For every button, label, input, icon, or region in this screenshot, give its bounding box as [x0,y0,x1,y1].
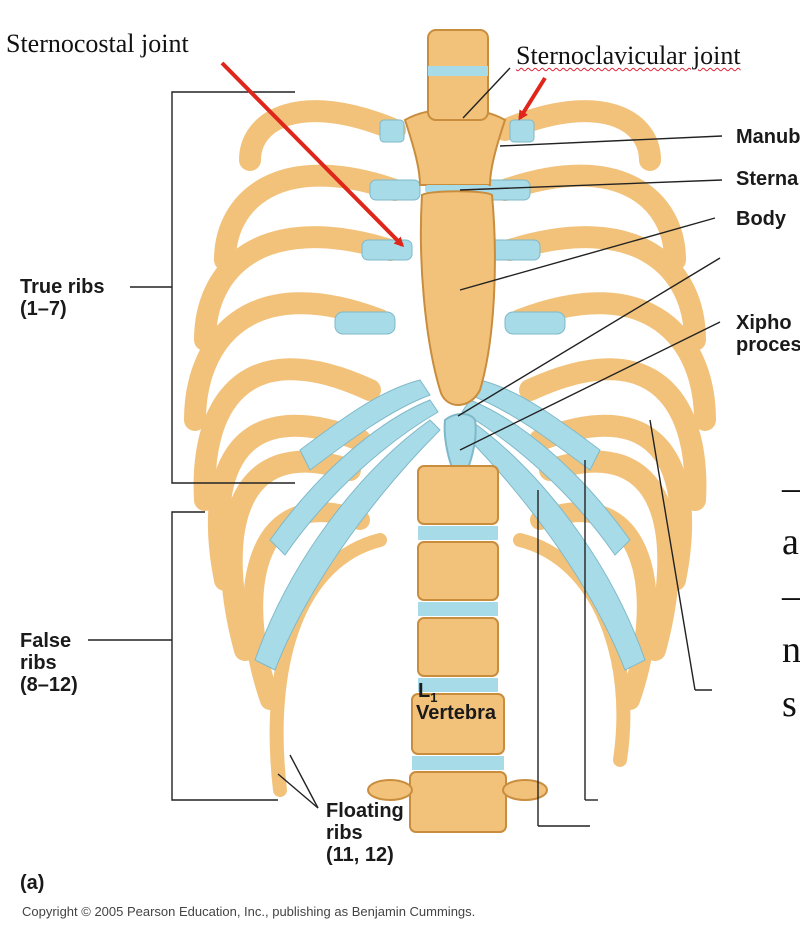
floating-ribs-range: (11, 12) [326,844,394,866]
sternal-angle-label: Sterna [736,168,799,190]
sternoclavicular-joint-label: Sternoclavicular joint [516,42,741,70]
side-text-line1: – [782,467,800,509]
body-label: Body [736,208,786,230]
floating-ribs-label-line1: Floating [326,800,404,822]
spine [367,29,548,833]
vertebra-l-label: L1 [418,680,437,709]
sternocostal-joint-label: Sternocostal joint [6,29,189,58]
xiphoid-process-label-line2: proces [736,334,800,356]
red-arrows [220,61,547,248]
leader-lines [88,67,723,827]
side-text-line3: – [782,575,800,617]
side-text-line2: a [782,521,799,563]
vertebra-letter: L [418,680,431,702]
vertebra-subscript: 1 [430,690,438,705]
vertebra-label: Vertebra [416,702,497,724]
floating-ribs-label-line2: ribs [326,822,363,844]
side-text-line5: s [782,683,797,725]
xiphoid-process-label-line1: Xipho [736,312,792,334]
copyright-text: Copyright © 2005 Pearson Education, Inc.… [22,904,476,919]
false-ribs-label-line2: ribs [20,652,57,674]
sternoclavicular-text: Sternoclavicular joint [516,41,741,70]
costal-cartilage [254,119,646,671]
manubrium-label: Manub [736,126,800,148]
true-ribs-label: True ribs [20,276,105,298]
true-ribs-range: (1–7) [20,298,67,320]
panel-label: (a) [20,872,45,894]
false-ribs-range: (8–12) [20,674,78,696]
false-ribs-label-line1: False [20,630,72,652]
side-text-line4: n [782,629,800,671]
